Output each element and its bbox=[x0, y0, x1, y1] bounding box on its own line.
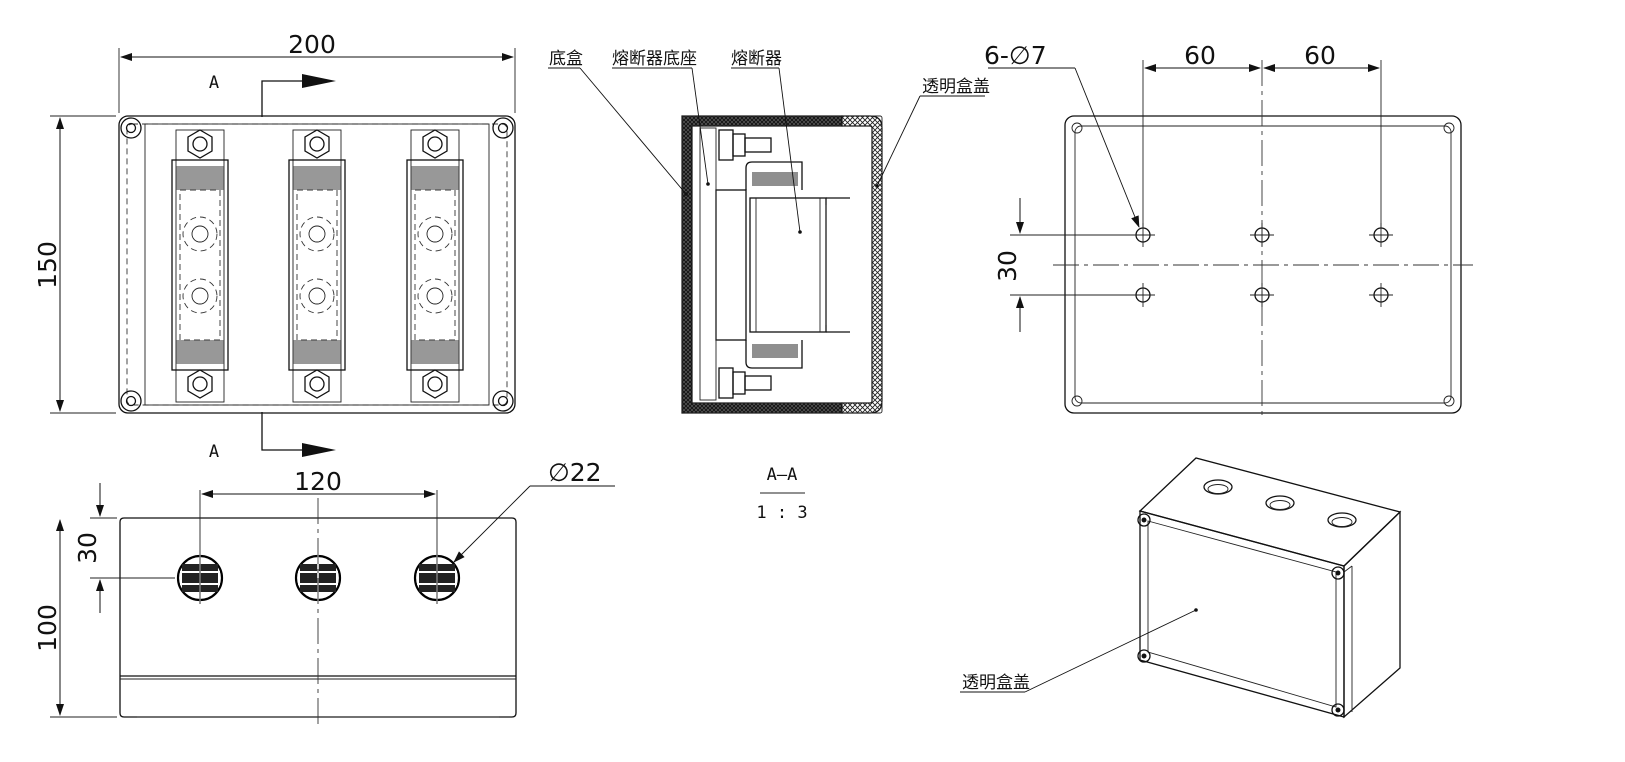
callout-clear-cover: 透明盒盖 bbox=[922, 77, 990, 97]
dim-bottom-holes: 6-∅7 bbox=[984, 41, 1047, 70]
fuse-unit-1 bbox=[171, 129, 229, 403]
dim-front-hole-diameter: ∅22 bbox=[548, 458, 602, 487]
callout-base-box: 底盒 bbox=[549, 49, 583, 69]
corner-screws bbox=[120, 117, 514, 412]
bottom-view: 60 60 6-∅7 30 bbox=[984, 41, 1473, 420]
section-view: 底盒 熔断器底座 熔断器 透明盒盖 A—A 1 : 3 bbox=[548, 49, 990, 523]
section-scale: 1 : 3 bbox=[756, 503, 807, 523]
dim-top-width: 200 bbox=[288, 30, 336, 59]
dim-front-height: 100 bbox=[33, 604, 62, 652]
section-name: A—A bbox=[767, 465, 798, 485]
dim-bottom-spacing-1: 60 bbox=[1184, 41, 1216, 70]
mount-holes bbox=[1131, 223, 1393, 307]
dim-bottom-vertical: 30 bbox=[993, 250, 1022, 282]
dim-front-spacing: 120 bbox=[294, 467, 342, 496]
section-marker-top: A bbox=[209, 73, 219, 93]
dim-front-hole-height: 30 bbox=[73, 532, 102, 564]
isometric-view: 透明盒盖 bbox=[960, 457, 1402, 719]
callout-fuse: 熔断器 bbox=[731, 49, 782, 69]
dim-top-height: 150 bbox=[33, 241, 62, 289]
fuse-unit-2 bbox=[288, 129, 346, 403]
callout-clear-cover-iso: 透明盒盖 bbox=[962, 673, 1030, 693]
section-marker-bottom: A bbox=[209, 442, 219, 462]
front-view: 120 ∅22 30 100 bbox=[33, 458, 615, 728]
callout-fuse-base: 熔断器底座 bbox=[612, 49, 697, 69]
top-view: 200 150 A A bbox=[33, 30, 516, 462]
dim-bottom-spacing-2: 60 bbox=[1304, 41, 1336, 70]
fuse-unit-3 bbox=[406, 129, 464, 403]
